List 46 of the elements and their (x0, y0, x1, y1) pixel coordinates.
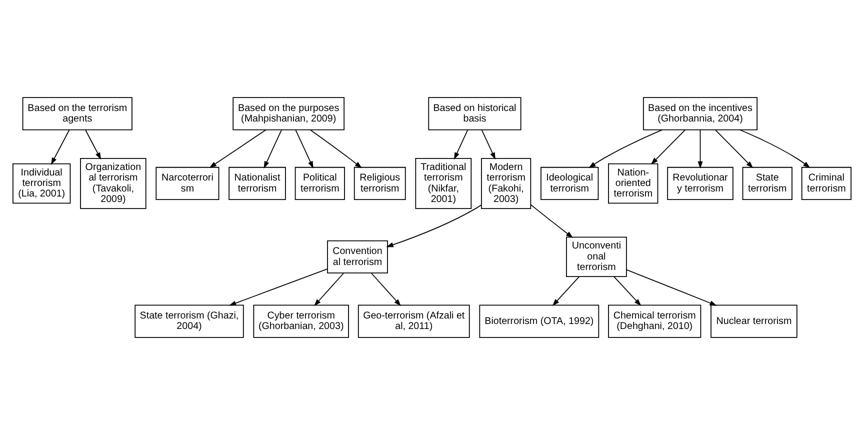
node-box: Organizational terrorism (Tavakoli, 2009) (80, 157, 146, 208)
node-box: Nationalist terrorism (228, 166, 286, 200)
node-box: Cyber terrorism (Ghorbanian, 2003) (253, 304, 349, 338)
node-box: Bioterrorism (OTA, 1992) (479, 304, 600, 338)
arrow (370, 272, 402, 306)
arrow (552, 276, 580, 306)
arrow (481, 129, 496, 160)
arrow (50, 129, 70, 164)
node-box: Based on the purposes (Mahpishanian, 2009) (232, 96, 345, 130)
arrow (613, 276, 642, 306)
node-box: Criminal terrorism (801, 166, 852, 200)
arrow (386, 204, 482, 247)
node-box: Based on the incentives (Ghorbannia, 2004) (642, 96, 758, 130)
node-box: Nation-oriented terrorism (608, 162, 658, 204)
arrow (530, 204, 574, 238)
arrow (588, 128, 663, 168)
arrow (454, 129, 468, 160)
node-box: Individual terrorism (Lia, 2001) (12, 162, 71, 204)
arrow (264, 129, 282, 168)
node-box: Based on the terrorism agents (22, 96, 132, 130)
node-box: Unconventi onal terrorism (566, 236, 627, 277)
node-box: Political terrorism (294, 166, 345, 200)
arrow (228, 268, 328, 306)
node-box: Nuclear terrorism (710, 304, 798, 338)
arrow (85, 129, 102, 160)
node-box: Based on historical basis (428, 96, 522, 130)
arrow (715, 129, 754, 168)
node-box: Narcoterrorism (156, 166, 220, 200)
node-box: Geo-terrorism (Afzali et al, 2011) (358, 304, 470, 338)
arrow (295, 129, 314, 168)
arrow (626, 268, 717, 306)
node-box: State terrorism (742, 166, 792, 200)
arrow (310, 129, 362, 168)
arrow (209, 128, 266, 168)
arrow (314, 272, 344, 306)
node-box: State terrorism (Ghazi, 2004) (134, 304, 244, 338)
node-box: Chemical terrorism (Dehghani, 2010) (608, 304, 702, 338)
node-box: Ideological terrorism (540, 166, 599, 200)
node-box: Modern terrorism (Fakohi, 2003) (481, 157, 532, 208)
arrow (698, 129, 703, 168)
arrow (740, 128, 810, 168)
node-box: Traditional terrorism (Nikfar, 2001) (415, 157, 472, 208)
node-box: Convention al terrorism (327, 240, 388, 273)
node-box: Revolutionary terrorism (667, 166, 734, 200)
arrow (650, 129, 686, 164)
node-box: Religious terrorism (354, 166, 406, 200)
